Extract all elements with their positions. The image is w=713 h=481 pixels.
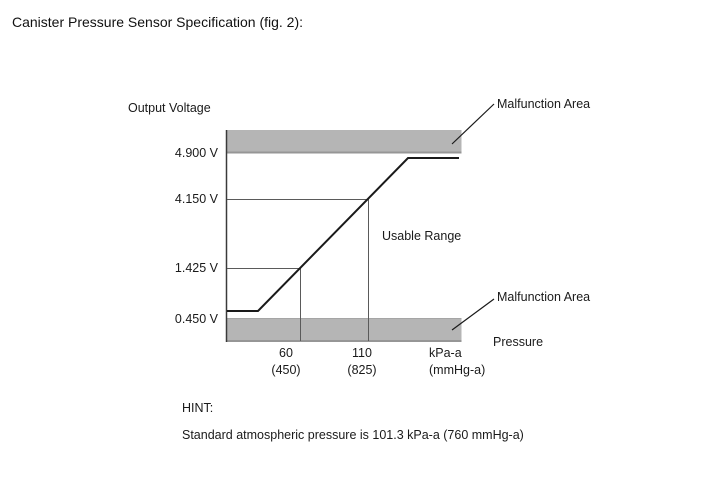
- x-unit-kpa: kPa-a: [429, 346, 462, 360]
- figure-title: Canister Pressure Sensor Specification (…: [12, 14, 304, 30]
- y-tick-4150mv: 4.150 V: [174, 192, 218, 206]
- callout-line-bottom-malfunction: [451, 298, 495, 331]
- x-tick-450: (450): [271, 363, 301, 377]
- y-tick-4900mv: 4.900 V: [174, 146, 218, 160]
- malfunction-area-label-bottom: Malfunction Area: [497, 290, 591, 304]
- hint-heading: HINT:: [182, 401, 214, 415]
- malfunction-area-label-top: Malfunction Area: [497, 97, 591, 111]
- hint-text: Standard atmospheric pressure is 101.3 k…: [182, 428, 524, 442]
- x-tick-110: 110: [352, 346, 372, 360]
- x-unit-mmhg: (mmHg-a): [429, 363, 486, 377]
- malfunction-band-bottom: [226, 318, 462, 341]
- x-tick-60: 60: [279, 346, 293, 360]
- malfunction-band-top: [226, 130, 462, 153]
- x-tick-825: (825): [347, 363, 377, 377]
- callout-line-top-malfunction: [451, 103, 495, 145]
- y-tick-1425mv: 1.425 V: [174, 261, 218, 275]
- y-axis-label: Output Voltage: [128, 101, 211, 115]
- y-tick-0450mv: 0.450 V: [174, 312, 218, 326]
- x-axis-label: Pressure: [493, 335, 544, 349]
- usable-range-label: Usable Range: [382, 229, 462, 243]
- sensor-output-curve: [227, 157, 459, 312]
